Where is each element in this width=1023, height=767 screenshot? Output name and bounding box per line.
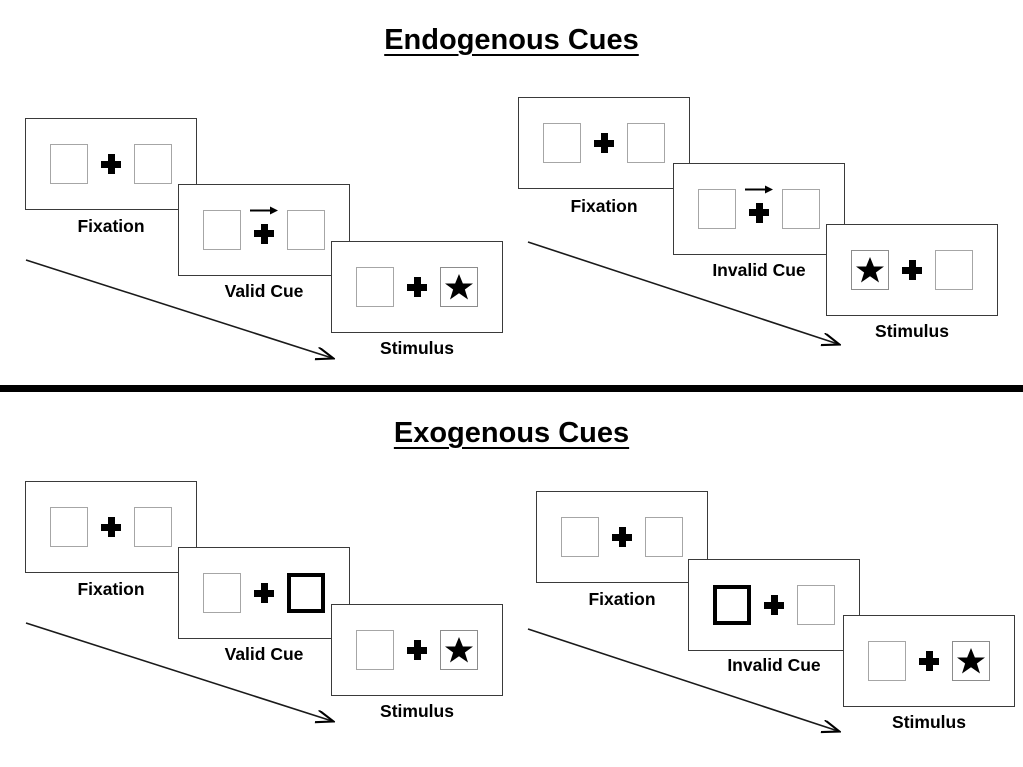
square-left	[50, 507, 88, 547]
cue-center	[241, 204, 287, 256]
frame-endo-invalid-fixation	[518, 97, 690, 189]
fixation-cross	[254, 223, 274, 244]
square-left	[203, 210, 241, 250]
square-right-with-target	[440, 267, 478, 307]
square-left	[203, 573, 241, 613]
star-target-icon	[856, 257, 884, 283]
frame-exo-invalid-fixation	[536, 491, 708, 583]
endo-invalid-timeline-arrow	[527, 241, 860, 352]
square-right-with-target	[952, 641, 990, 681]
section-divider	[0, 385, 1023, 392]
square-right	[797, 585, 835, 625]
label-endo-valid-cue: Valid Cue	[224, 281, 304, 301]
square-left-cued	[713, 585, 751, 625]
fixation-cross	[101, 154, 121, 174]
square-right	[782, 189, 820, 229]
label-exo-invalid-cue: Invalid Cue	[727, 655, 821, 675]
square-left	[50, 144, 88, 184]
fixation-cross	[101, 517, 121, 537]
label-exo-valid-fixation: Fixation	[77, 579, 145, 599]
fixation-cross	[612, 527, 632, 547]
frame-exo-invalid-stimulus	[843, 615, 1015, 707]
frame-exo-invalid-cue	[688, 559, 860, 651]
label-exo-valid-stimulus: Stimulus	[380, 701, 454, 721]
section-title-endogenous: Endogenous Cues	[384, 24, 639, 56]
fixation-center	[394, 624, 440, 676]
square-left	[356, 267, 394, 307]
star-target-icon	[445, 637, 473, 663]
frame-exo-valid-fixation	[25, 481, 197, 573]
square-left-with-target	[851, 250, 889, 290]
square-right-cued	[287, 573, 325, 613]
frame-endo-valid-fixation	[25, 118, 197, 210]
fixation-cross	[764, 595, 784, 615]
fixation-center	[88, 501, 134, 553]
fixation-cross	[407, 640, 427, 660]
exo-invalid-timeline-arrow	[527, 628, 860, 745]
label-endo-invalid-stimulus: Stimulus	[875, 321, 949, 341]
fixation-cross	[902, 260, 922, 280]
square-left	[543, 123, 581, 163]
exo-valid-timeline-arrow	[25, 622, 350, 728]
square-right	[935, 250, 973, 290]
label-endo-valid-fixation: Fixation	[77, 216, 145, 236]
fixation-cross	[594, 133, 614, 153]
fixation-center	[581, 117, 627, 169]
frame-endo-invalid-stimulus	[826, 224, 998, 316]
square-right	[645, 517, 683, 557]
label-endo-valid-stimulus: Stimulus	[380, 338, 454, 358]
cue-center	[736, 183, 782, 235]
section-title-exogenous: Exogenous Cues	[393, 417, 630, 449]
arrow-right-cue-icon	[745, 185, 773, 194]
fixation-cross	[749, 202, 769, 223]
fixation-cross	[919, 651, 939, 671]
fixation-center	[906, 635, 952, 687]
fixation-center	[751, 579, 797, 631]
label-endo-invalid-cue: Invalid Cue	[712, 260, 806, 280]
frame-endo-valid-cue	[178, 184, 350, 276]
fixation-center	[889, 244, 935, 296]
fixation-center	[241, 567, 287, 619]
square-right-with-target	[440, 630, 478, 670]
arrow-right-cue-icon	[250, 206, 278, 215]
frame-endo-valid-stimulus	[331, 241, 503, 333]
square-left	[561, 517, 599, 557]
fixation-cross	[254, 583, 274, 603]
square-left	[356, 630, 394, 670]
fixation-center	[599, 511, 645, 563]
star-target-icon	[957, 648, 985, 674]
fixation-center	[88, 138, 134, 190]
square-right	[134, 507, 172, 547]
square-left	[698, 189, 736, 229]
frame-exo-valid-cue	[178, 547, 350, 639]
frame-exo-valid-stimulus	[331, 604, 503, 696]
fixation-center	[394, 261, 440, 313]
endo-valid-timeline-arrow	[25, 259, 350, 365]
label-exo-invalid-stimulus: Stimulus	[892, 712, 966, 732]
square-right	[627, 123, 665, 163]
square-right	[134, 144, 172, 184]
square-left	[868, 641, 906, 681]
frame-endo-invalid-cue	[673, 163, 845, 255]
square-right	[287, 210, 325, 250]
label-endo-invalid-fixation: Fixation	[570, 196, 638, 216]
label-exo-valid-cue: Valid Cue	[224, 644, 304, 664]
label-exo-invalid-fixation: Fixation	[588, 589, 656, 609]
star-target-icon	[445, 274, 473, 300]
fixation-cross	[407, 277, 427, 297]
